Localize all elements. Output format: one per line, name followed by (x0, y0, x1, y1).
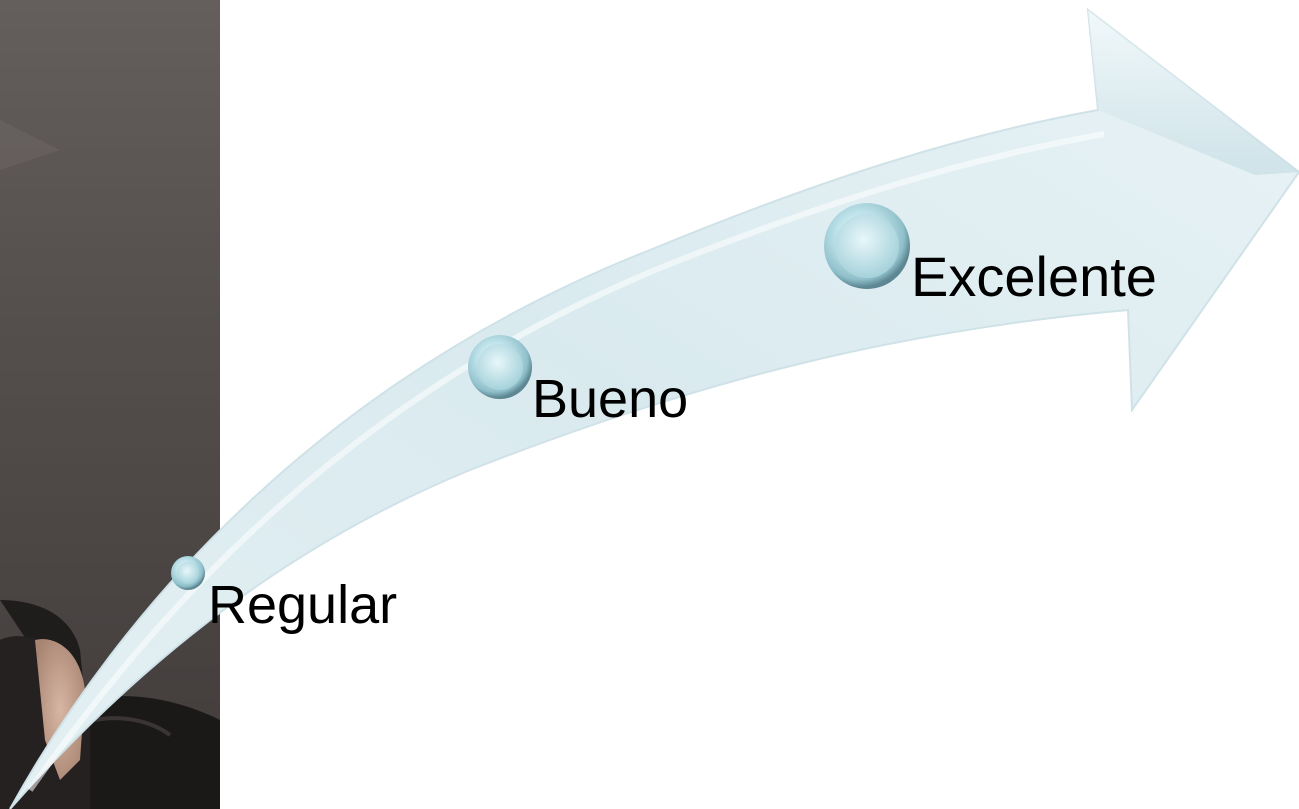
progress-arrow (9, 7, 1299, 809)
arrowhead-facet (1088, 10, 1299, 175)
marker-regular (171, 556, 205, 590)
background-photo (0, 0, 220, 809)
arrow-highlight (27, 131, 1105, 792)
marker-excelente (824, 203, 910, 289)
stage-label-regular: Regular (208, 575, 398, 635)
marker-bueno (468, 335, 532, 399)
stage-label-bueno: Bueno (532, 369, 689, 429)
photo-illustration (0, 0, 220, 809)
stage-label-excelente: Excelente (911, 245, 1157, 308)
